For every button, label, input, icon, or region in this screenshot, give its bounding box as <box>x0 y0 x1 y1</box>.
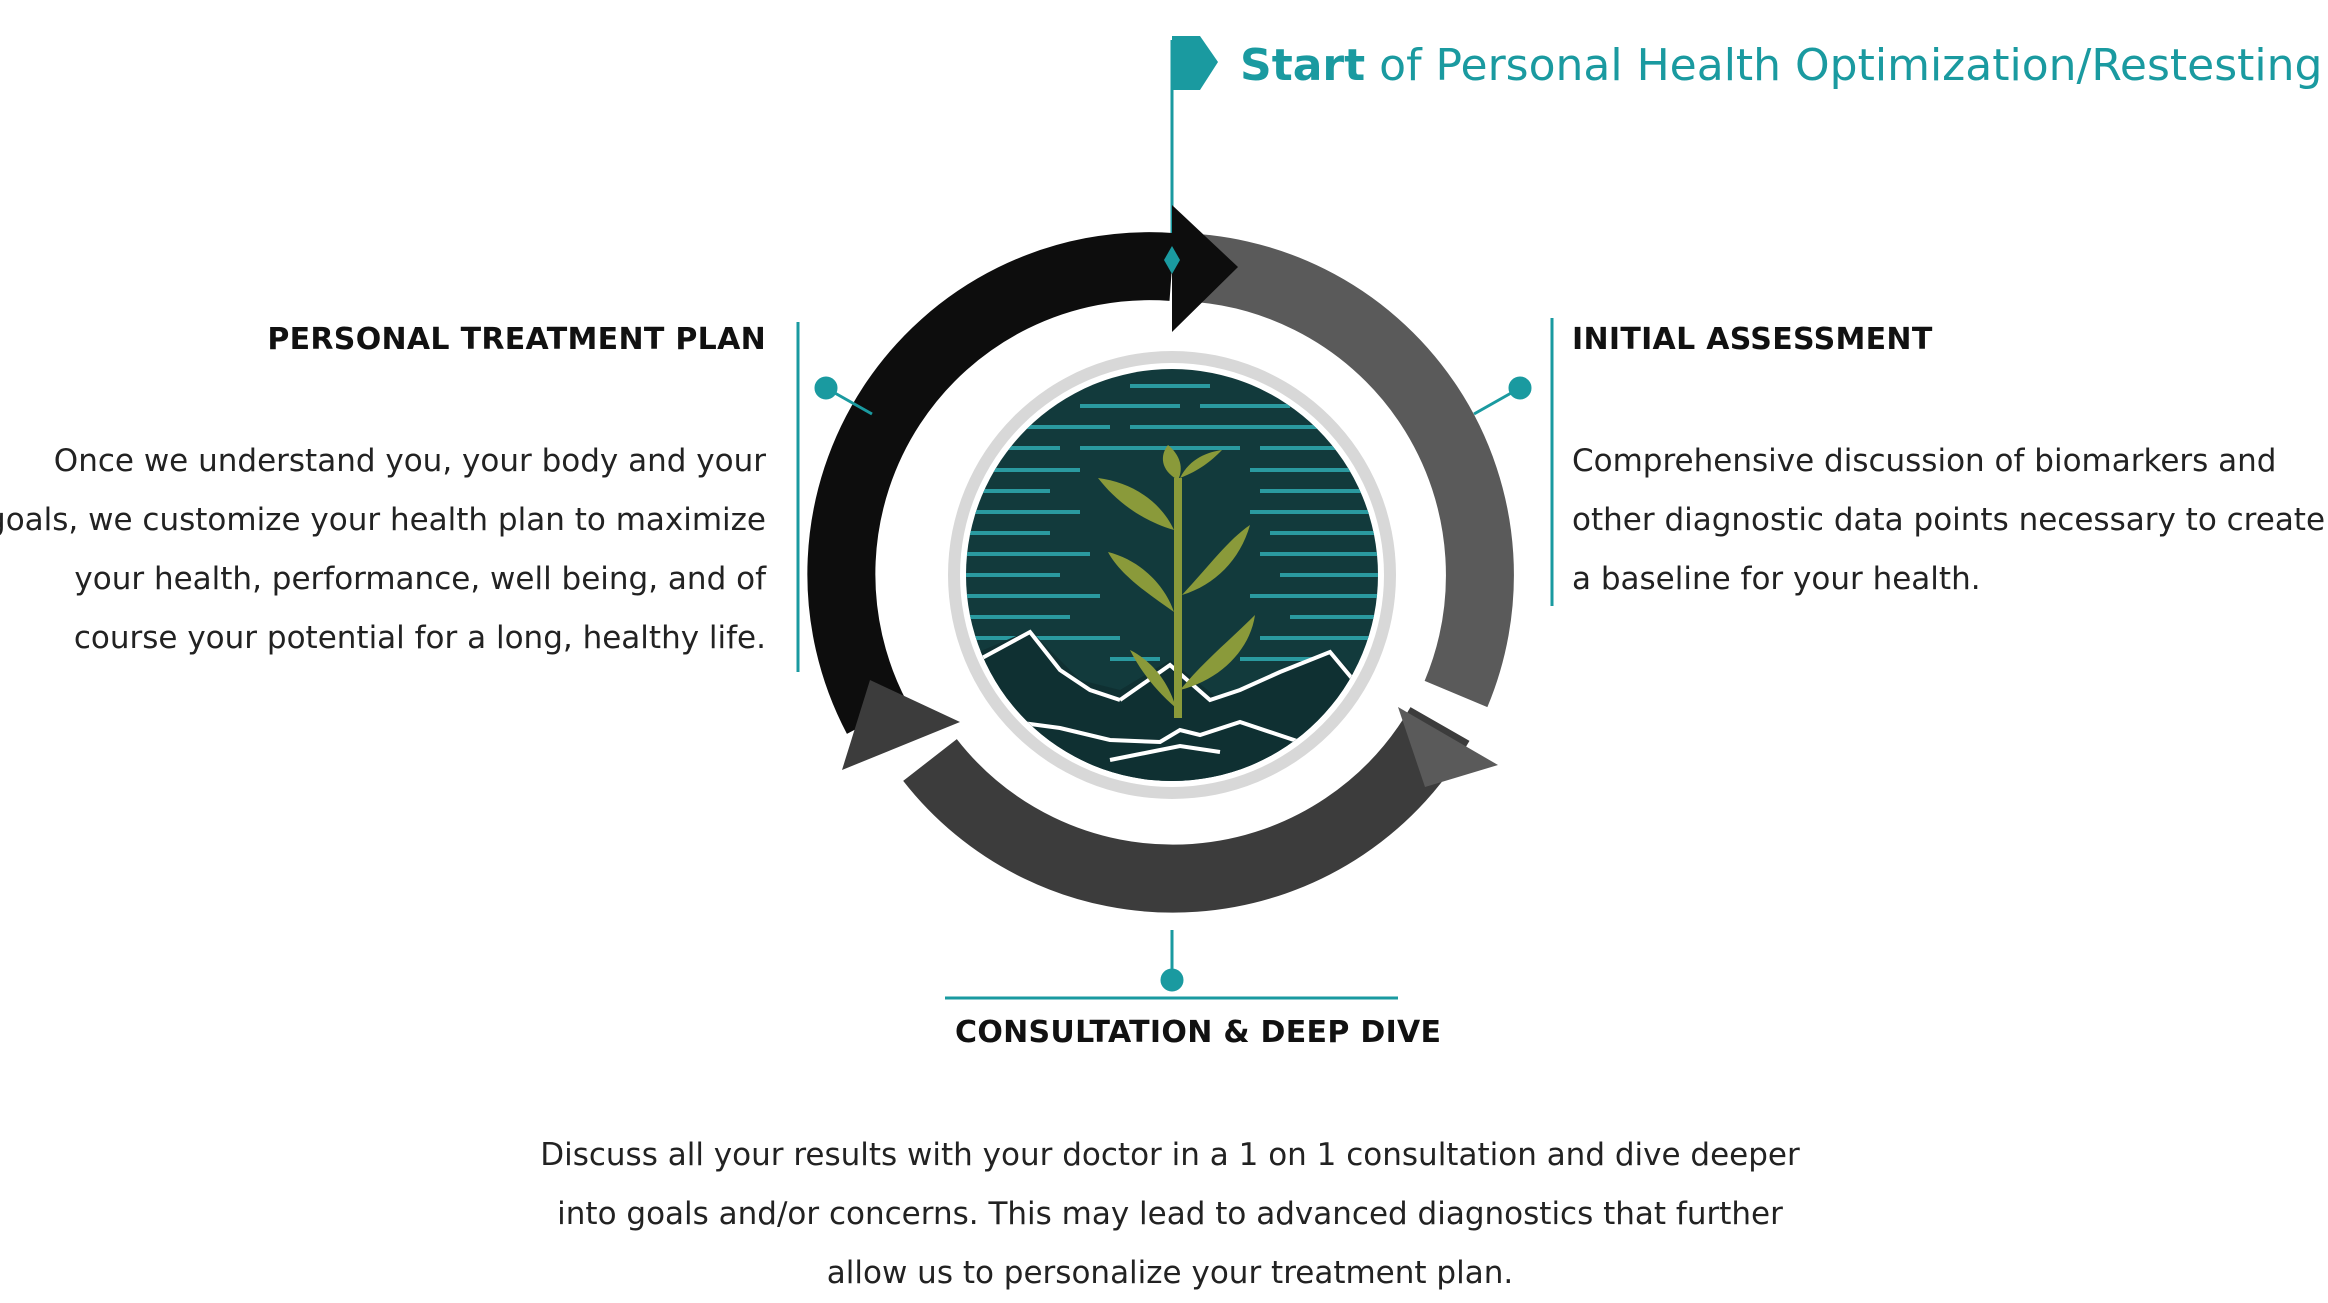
arrow-treatment-plan <box>807 232 1175 734</box>
connector-left-dot <box>814 376 838 400</box>
connector-right-dot <box>1508 376 1532 400</box>
start-marker-icon <box>1164 246 1180 274</box>
arrow-initial-assessment <box>1172 233 1514 708</box>
step-text-treatment-plan: Once we understand you, your body and yo… <box>0 443 766 656</box>
start-flag-icon <box>1172 36 1218 90</box>
step-heading-initial-assessment: INITIAL ASSESSMENT <box>1572 322 1933 357</box>
arrow-head-top <box>1172 205 1238 332</box>
step-heading-consultation: CONSULTATION & DEEP DIVE <box>955 1015 1442 1050</box>
arrow-head-right <box>1398 707 1498 787</box>
step-text-consultation: Discuss all your results with your docto… <box>540 1137 1800 1291</box>
step-text-initial-assessment: Comprehensive discussion of biomarkers a… <box>1572 443 2326 597</box>
plant-emblem <box>966 369 1378 781</box>
connectors <box>796 318 1554 1000</box>
diagram-title: Start of Personal Health Optimization/Re… <box>1240 40 2322 91</box>
arrow-head-left <box>842 680 960 770</box>
title-bold: Start <box>1240 40 1366 91</box>
step-heading-treatment-plan: PERSONAL TREATMENT PLAN <box>267 322 766 357</box>
title-rest: of Personal Health Optimization/Restesti… <box>1365 40 2323 91</box>
arrow-consultation <box>903 706 1470 913</box>
connector-bottom-dot <box>1160 968 1184 992</box>
cycle-arrows <box>807 205 1514 913</box>
